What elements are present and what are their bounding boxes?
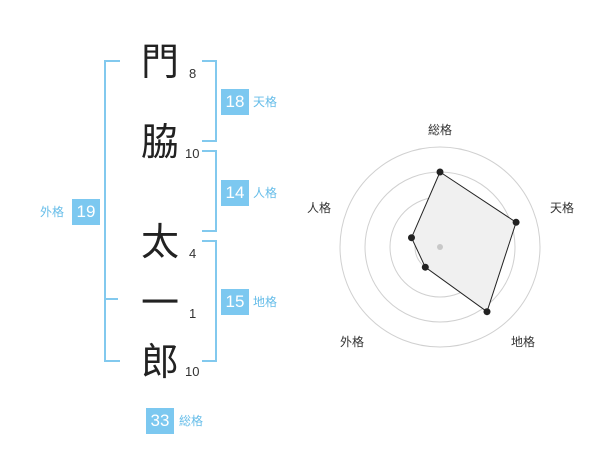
radar-label-soukaku: 総格 [428, 122, 452, 137]
radar-point-1 [436, 168, 444, 176]
stroke-count-5: 10 [185, 364, 200, 379]
radar-ring-4 [339, 146, 541, 348]
gaikaku-label: 外格 [40, 205, 65, 219]
radar-point-5 [408, 234, 415, 242]
soukaku-value: 33 [146, 408, 174, 434]
radar-label-jinkaku: 人格 [307, 200, 331, 215]
name-char-3: 太 [141, 220, 180, 264]
name-char-1: 門 [141, 40, 180, 84]
soukaku-label: 総格 [179, 414, 204, 428]
name-char-4: 一 [141, 281, 180, 325]
radar-label-gaikaku: 外格 [340, 334, 364, 349]
name-char-5: 郎 [141, 340, 180, 384]
radar-center [437, 244, 443, 250]
radar-label-tenkaku: 天格 [550, 200, 574, 215]
jinkaku-label: 人格 [253, 186, 278, 200]
radar-point-3 [483, 308, 491, 316]
chikaku-label: 地格 [253, 295, 278, 309]
tenkaku-bracket [202, 60, 217, 142]
radar-label-chikaku: 地格 [511, 334, 535, 349]
chikaku-bracket [202, 240, 217, 362]
tenkaku-label: 天格 [253, 95, 278, 109]
gaikaku-bracket [104, 60, 120, 362]
radar-area [410, 171, 517, 313]
stroke-count-4: 1 [189, 306, 197, 321]
gaikaku-value: 19 [72, 199, 100, 225]
tenkaku-value: 18 [221, 89, 249, 115]
radar-point-4 [421, 263, 429, 271]
gaikaku-bracket-tick [104, 298, 118, 300]
stroke-count-1: 8 [189, 66, 197, 81]
name-char-2: 脇 [141, 120, 180, 164]
radar-point-2 [512, 218, 520, 226]
stroke-count-2: 10 [185, 146, 200, 161]
jinkaku-value: 14 [221, 180, 249, 206]
chikaku-value: 15 [221, 289, 249, 315]
stroke-count-3: 4 [189, 246, 197, 261]
jinkaku-bracket [202, 150, 217, 232]
